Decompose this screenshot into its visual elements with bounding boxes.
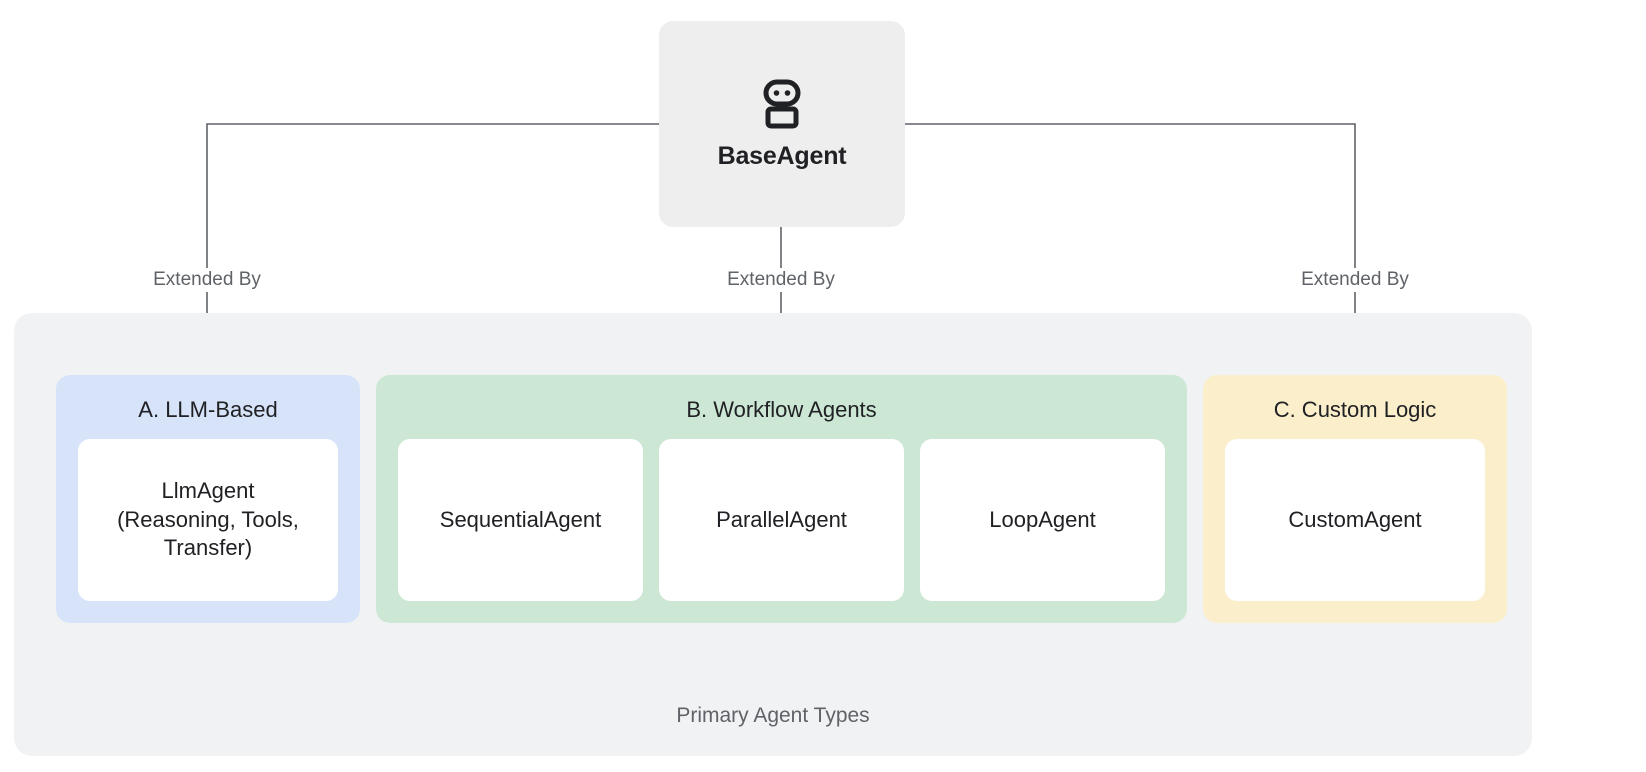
group-workflow-agents-cards: SequentialAgent ParallelAgent LoopAgent: [376, 439, 1187, 623]
group-llm-based-title: A. LLM-Based: [138, 397, 278, 422]
node-base-agent-label: BaseAgent: [717, 141, 847, 170]
node-parallel-agent[interactable]: ParallelAgent: [659, 439, 904, 601]
group-workflow-agents[interactable]: B. Workflow Agents SequentialAgent Paral…: [376, 375, 1187, 623]
node-loop-agent[interactable]: LoopAgent: [920, 439, 1165, 601]
group-custom-logic-title: C. Custom Logic: [1273, 397, 1437, 422]
group-custom-logic-cards: CustomAgent: [1203, 439, 1507, 623]
group-custom-logic[interactable]: C. Custom Logic CustomAgent: [1203, 375, 1507, 623]
node-sequential-agent[interactable]: SequentialAgent: [398, 439, 643, 601]
edge-label-right: Extended By: [1294, 268, 1416, 292]
edge-label-left: Extended By: [146, 268, 268, 292]
node-base-agent[interactable]: BaseAgent: [659, 21, 905, 227]
node-llm-agent[interactable]: LlmAgent (Reasoning, Tools, Transfer): [78, 439, 338, 601]
group-primary-agent-types-label: Primary Agent Types: [676, 704, 870, 727]
group-llm-based[interactable]: A. LLM-Based LlmAgent (Reasoning, Tools,…: [56, 375, 360, 623]
group-workflow-agents-title: B. Workflow Agents: [686, 397, 877, 422]
group-llm-based-cards: LlmAgent (Reasoning, Tools, Transfer): [56, 439, 360, 623]
node-custom-agent[interactable]: CustomAgent: [1225, 439, 1485, 601]
robot-icon: [763, 79, 801, 128]
edge-label-center: Extended By: [720, 268, 842, 292]
